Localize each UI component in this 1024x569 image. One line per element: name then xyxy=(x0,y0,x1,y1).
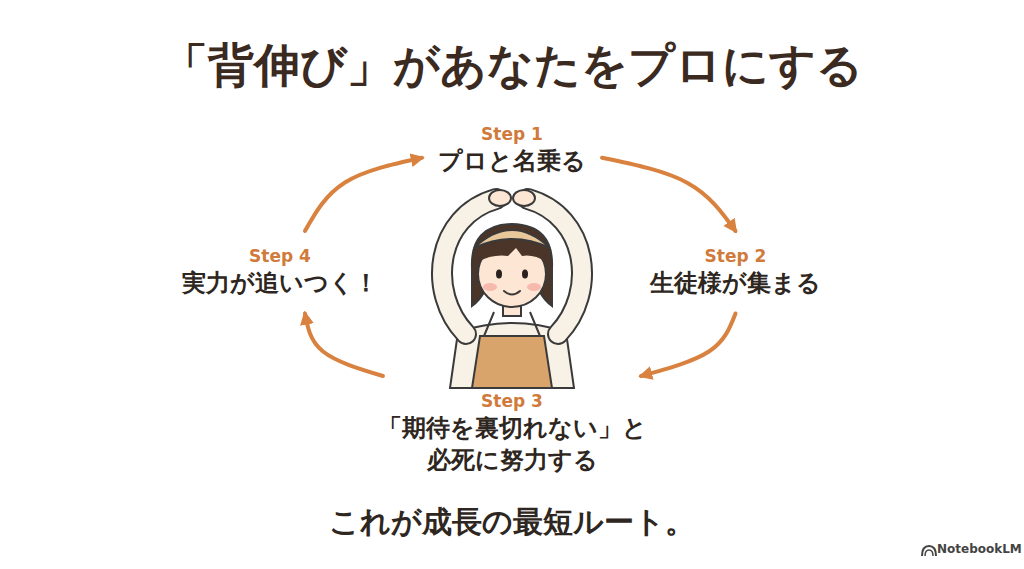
step-label: Step 1 xyxy=(438,123,586,145)
step-node: Step 4実力が追いつく！ xyxy=(176,241,384,303)
eye xyxy=(522,270,528,279)
watermark: NotebookLM xyxy=(937,542,1022,556)
hair xyxy=(472,224,552,306)
step-text: 生徒様が集まる xyxy=(650,267,821,299)
cycle-arrow xyxy=(641,313,736,376)
step-text: プロと名乗る xyxy=(438,145,586,177)
step-node: Step 3「期待を裏切れない」と 必死に努力する xyxy=(362,386,662,481)
hand xyxy=(489,190,511,206)
eye xyxy=(496,270,502,279)
watermark-icon xyxy=(922,546,936,556)
apron xyxy=(472,336,552,388)
step-label: Step 2 xyxy=(650,245,821,267)
step-node: Step 2生徒様が集まる xyxy=(644,241,827,303)
step-text: 実力が追いつく！ xyxy=(182,267,378,299)
cycle-arrow xyxy=(305,313,383,376)
blush xyxy=(483,283,497,291)
step-text: 「期待を裏切れない」と 必死に努力する xyxy=(368,412,656,477)
hand xyxy=(513,190,535,206)
cycle-arrow xyxy=(305,158,422,231)
step-label: Step 4 xyxy=(182,245,378,267)
step-node: Step 1プロと名乗る xyxy=(432,119,592,181)
cap xyxy=(474,230,550,248)
smile xyxy=(504,291,520,295)
step-label: Step 3 xyxy=(368,390,656,412)
cycle-arrow xyxy=(602,158,736,231)
blush xyxy=(527,283,541,291)
caption: これが成長の最短ルート。 xyxy=(0,502,1024,541)
title: 「背伸び」があなたをプロにする xyxy=(0,38,1024,93)
